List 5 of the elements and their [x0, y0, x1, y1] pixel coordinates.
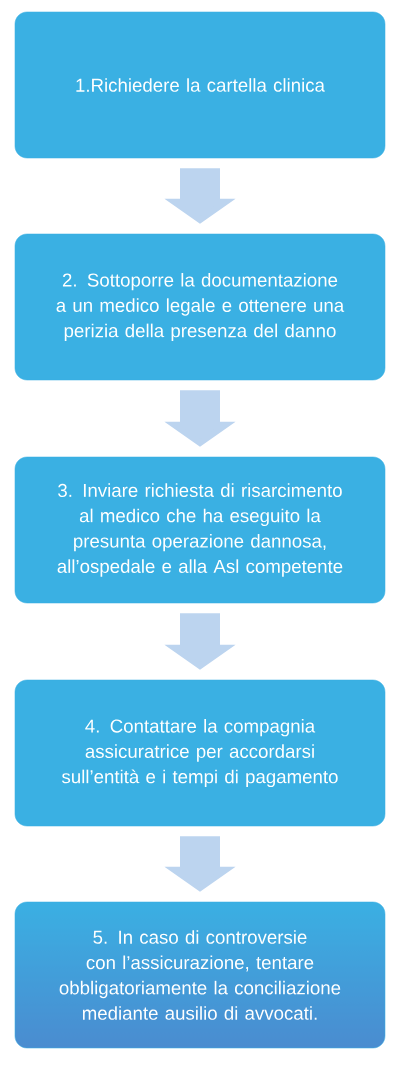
process-box: 4. Contattare la compagnia assicuratrice per accordarsi sull’entità e i tempi di pagamento [14, 679, 386, 827]
process-box: 3. Inviare richiesta di risarcimento al medico che ha eseguito la presunta operazione dannosa, all’ospedale e alla Asl competente [14, 456, 386, 604]
process-box: 5. In caso di controversie con l’assicurazione, tentare obbligatoriamente la conciliazione mediante ausilio di avvocati. [14, 901, 386, 1049]
process-box: 2. Sottoporre la documentazione a un medico legale e ottenere una perizia della presenza del danno [14, 233, 386, 381]
process-box: 1.Richiedere la cartella clinica [14, 11, 386, 159]
